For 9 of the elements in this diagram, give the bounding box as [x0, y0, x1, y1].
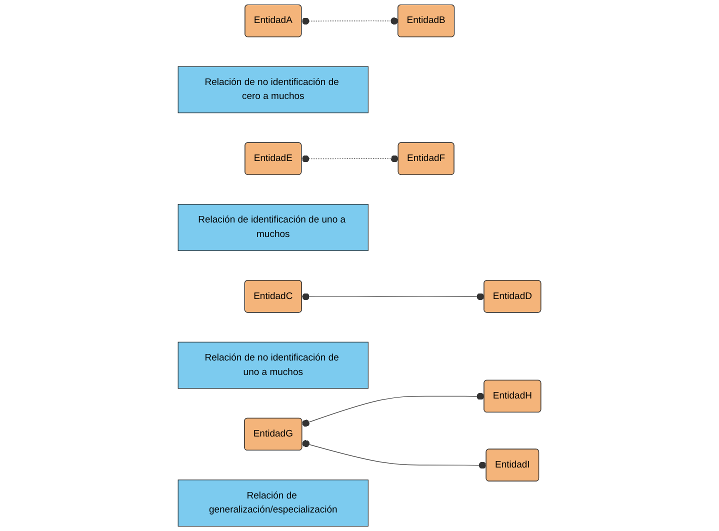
connector: [301, 155, 399, 162]
connector: [302, 440, 487, 469]
node-box: Relación de generalización/especialización: [178, 480, 368, 527]
node-box: Relación de no identificación de uno a muchos: [178, 342, 368, 389]
connector: [302, 293, 485, 300]
node-box: Relación de no identificación de cero a muchos: [178, 66, 368, 114]
connector: [302, 392, 485, 427]
node-box: Relación de identificación de uno a muchos: [178, 204, 368, 251]
connector: [301, 17, 398, 25]
